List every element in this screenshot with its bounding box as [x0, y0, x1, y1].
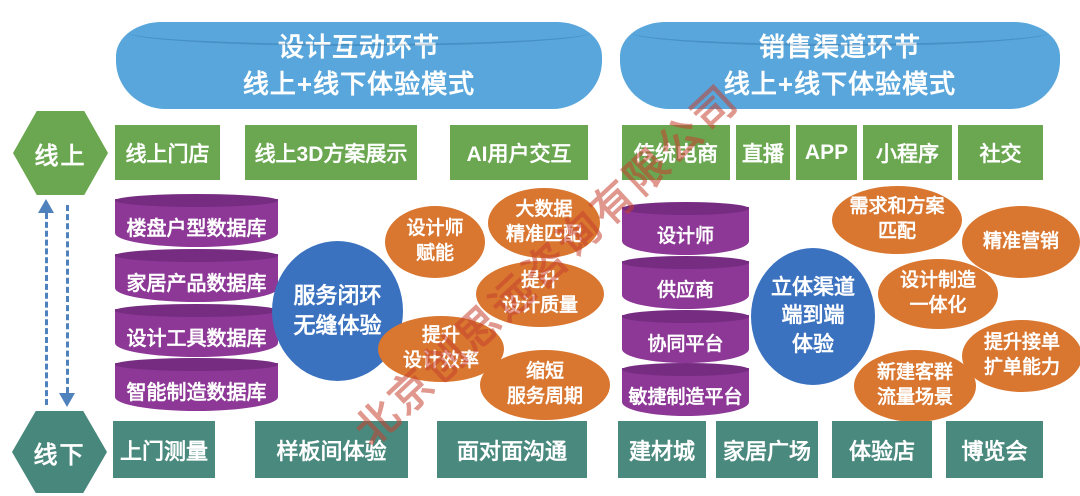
channel-experience-circle: 立体渠道 端到端 体验: [751, 248, 875, 385]
offline-channel-box: 样板间体验: [255, 421, 408, 478]
benefit-ellipse: 设计师 赋能: [385, 206, 485, 278]
database-cylinder: 楼盘户型数据库: [115, 194, 278, 247]
benefit-ellipse: 提升 设计效率: [378, 316, 504, 382]
online-channel-box: 小程序: [863, 125, 952, 180]
online-channel-box: 传统电商: [622, 125, 730, 180]
online-channel-box: 线上3D方案展示: [245, 125, 417, 180]
benefit-ellipse: 设计制造 一体化: [878, 259, 998, 329]
role-cylinder: 敏捷制造平台: [622, 363, 749, 416]
down-arrow-icon: [59, 393, 75, 407]
offline-channel-box: 体验店: [832, 421, 932, 478]
dashed-line-up: [45, 213, 48, 405]
online-channel-box: AI用户交互: [450, 125, 588, 180]
database-cylinder: 设计工具数据库: [115, 304, 278, 357]
database-cylinder: 智能制造数据库: [115, 358, 278, 411]
benefit-ellipse: 大数据 精准匹配: [488, 188, 600, 258]
offline-channel-box: 面对面沟通: [437, 421, 587, 478]
offline-channel-box: 建材城: [618, 421, 706, 478]
benefit-ellipse: 新建客群 流量场景: [854, 350, 976, 422]
design-phase-banner: 设计互动环节 线上+线下体验模式: [116, 22, 602, 109]
online-channel-box: 直播: [736, 125, 790, 180]
database-cylinder: 家居产品数据库: [115, 249, 278, 302]
offline-channel-box: 上门测量: [113, 421, 215, 478]
online-channel-box: 社交: [958, 125, 1043, 180]
role-cylinder: 协同平台: [622, 310, 749, 363]
benefit-ellipse: 需求和方案 匹配: [832, 186, 962, 254]
benefit-ellipse: 提升 设计质量: [476, 261, 604, 327]
role-cylinder: 供应商: [622, 256, 749, 309]
benefit-ellipse: 提升接单 扩单能力: [962, 320, 1080, 392]
role-cylinder: 设计师: [622, 202, 749, 255]
dashed-line-down: [66, 205, 69, 393]
up-arrow-icon: [38, 199, 54, 213]
online-hexagon: 线上: [13, 111, 108, 195]
service-loop-circle: 服务闭环 无缝体验: [272, 241, 403, 381]
offline-channel-box: 家居广场: [716, 421, 818, 478]
sales-phase-banner: 销售渠道环节 线上+线下体验模式: [620, 22, 1060, 109]
benefit-ellipse: 精准营销: [962, 206, 1080, 278]
online-channel-box: APP: [796, 125, 857, 180]
offline-channel-box: 博览会: [946, 421, 1043, 478]
online-channel-box: 线上门店: [115, 125, 220, 180]
offline-hexagon: 线下: [12, 411, 107, 493]
benefit-ellipse: 缩短 服务周期: [480, 350, 610, 420]
